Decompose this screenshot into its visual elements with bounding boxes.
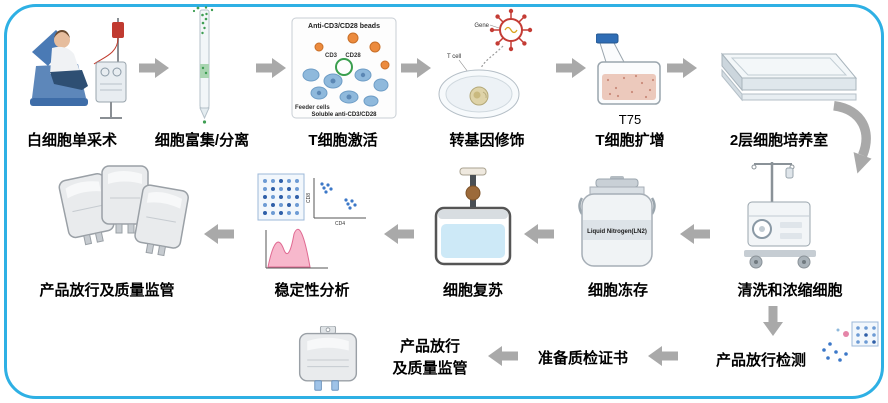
cryo-tank-icon: Liquid Nitrogen(LN2) xyxy=(576,176,658,272)
step-label-final-release-line1: 产品放行 xyxy=(399,338,460,355)
two-layer-chamber-icon xyxy=(698,48,860,110)
step-label-expansion: T细胞扩增 xyxy=(595,132,665,149)
step-label-transgene: 转基因修饰 xyxy=(449,132,525,149)
cd28-label: CD28 xyxy=(345,53,361,59)
soluble-label: Soluble anti-CD3/CD28 xyxy=(311,112,377,118)
step-label-cryo: 细胞冻存 xyxy=(587,282,648,299)
step-label-activation: T细胞激活 xyxy=(308,132,378,149)
arrow-right-4-icon xyxy=(556,56,586,80)
ln2-tank-label: Liquid Nitrogen(LN2) xyxy=(587,229,647,235)
t-cell-label: T cell xyxy=(447,54,461,60)
step-label-separation: 细胞富集/分离 xyxy=(154,132,250,149)
leukapheresis-icon xyxy=(22,14,134,126)
step-label-certificate: 准备质检证书 xyxy=(537,350,628,367)
arrow-left-5-icon xyxy=(648,344,678,368)
step-label-release-test: 产品放行检测 xyxy=(715,352,806,369)
t-cell-activation-icon: Anti-CD3/CD28 beads CD3 CD28 Feeder cell… xyxy=(291,17,397,119)
release-bag-icon xyxy=(286,326,370,394)
arrow-right-2-icon xyxy=(256,56,286,80)
activation-title-label: Anti-CD3/CD28 beads xyxy=(308,23,380,30)
arrow-left-1-icon xyxy=(680,222,710,246)
step-label-wash: 清洗和浓缩细胞 xyxy=(737,282,843,299)
arrow-down-icon xyxy=(762,306,784,336)
step-label-release-qc: 产品放行及质量监管 xyxy=(39,282,175,299)
stability-plots-icon: CD8 CD4 xyxy=(256,170,372,272)
curved-arrow-down-icon xyxy=(830,100,876,184)
step-label-leukapheresis: 白细胞单采术 xyxy=(26,132,117,149)
flow-x-axis-label: CD4 xyxy=(335,221,345,227)
step-label-stability: 稳定性分析 xyxy=(274,282,350,299)
cd3-label: CD3 xyxy=(325,53,338,59)
product-bags-icon xyxy=(52,160,194,268)
arrow-left-2-icon xyxy=(524,222,554,246)
transgene-icon: Gene T cell xyxy=(433,6,545,124)
arrow-left-6-icon xyxy=(488,344,518,368)
arrow-right-5-icon xyxy=(667,56,697,80)
wash-concentrate-icon xyxy=(742,158,818,270)
thaw-device-icon xyxy=(430,166,516,272)
arrow-right-3-icon xyxy=(401,56,431,80)
flask-size-label: T75 xyxy=(618,112,642,127)
release-test-icon xyxy=(818,320,880,366)
step-label-chamber: 2层细胞培养室 xyxy=(729,132,829,149)
step-label-thaw: 细胞复苏 xyxy=(442,282,503,299)
separation-column-icon xyxy=(176,6,232,126)
arrow-left-4-icon xyxy=(204,222,234,246)
arrow-right-1-icon xyxy=(139,56,169,80)
step-label-final-release-line2: 及质量监管 xyxy=(392,360,468,377)
gene-label: Gene xyxy=(474,23,489,29)
arrow-left-3-icon xyxy=(384,222,414,246)
flow-y-axis-label: CD8 xyxy=(306,193,312,203)
feeder-cells-label: Feeder cells xyxy=(295,105,330,111)
t75-flask-icon xyxy=(596,28,664,112)
